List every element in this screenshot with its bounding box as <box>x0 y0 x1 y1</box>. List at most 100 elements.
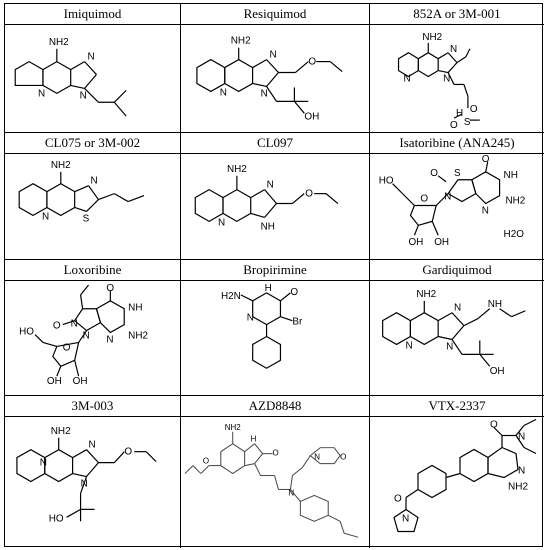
n-label: N <box>81 478 88 489</box>
compound-name: VTX-2337 <box>370 396 544 417</box>
isatoribine-structure: O S O NH NH2 N N HO OH OH O H2O <box>379 154 526 248</box>
o-label: O <box>203 457 209 466</box>
oh-label: OH <box>47 376 62 387</box>
amine-label: H2N <box>221 291 241 302</box>
o-label: O <box>394 494 402 505</box>
cl075-structure: NH2 N S N <box>18 160 145 224</box>
nh-label: H <box>251 435 257 444</box>
compound-name: CL097 <box>181 133 369 154</box>
n-label: N <box>89 440 96 451</box>
azd8848-structure: NH2 H O N O N O <box>184 423 359 538</box>
o-label: O <box>124 447 132 458</box>
o-label: O <box>430 168 438 179</box>
s-label: S <box>464 117 471 128</box>
n-label: N <box>267 180 274 191</box>
o-label: O <box>490 420 498 431</box>
compound-name: 852A or 3M-001 <box>370 4 544 25</box>
amine-label: NH2 <box>51 160 71 171</box>
compound-name: Bropirimine <box>181 260 369 281</box>
o-label: O <box>305 189 313 200</box>
o-label: O <box>63 342 71 353</box>
oh-label: OH <box>73 376 88 387</box>
n-label: N <box>482 205 489 216</box>
water-label: H2O <box>504 229 525 240</box>
n-label: N <box>83 330 90 341</box>
n-label: N <box>247 313 254 324</box>
o-label: O <box>106 283 114 294</box>
n-label: N <box>71 319 78 330</box>
nh-label: NH <box>504 170 518 181</box>
vtx-2337-structure: O N NH2 N O N <box>393 418 537 533</box>
cell-azd8848: AZD8848 NH2 H O N <box>181 396 370 548</box>
cell-resiquimod: Resiquimod NH2 N N N O OH <box>181 4 370 133</box>
amine-label: NH2 <box>231 36 251 47</box>
amine-label: NH2 <box>51 426 71 437</box>
amine-label: NH2 <box>506 196 526 207</box>
ho-label: HO <box>379 176 394 187</box>
cell-loxoribine: Loxoribine O O NH NH2 N N N HO OH OH <box>5 260 181 396</box>
compound-name: Isatoribine (ANA245) <box>370 133 544 154</box>
compound-name: Loxoribine <box>5 260 180 281</box>
n-label: N <box>518 466 525 477</box>
o-label: O <box>420 194 428 205</box>
amine-label: NH2 <box>508 482 528 493</box>
cell-cl075: CL075 or 3M-002 NH2 N S N <box>5 133 181 260</box>
cell-vtx-2337: VTX-2337 O N NH2 N O N <box>370 396 544 548</box>
n-label: N <box>42 211 49 222</box>
compound-table: Imiquimod NH2 N N N Resiquimod <box>4 3 544 548</box>
nh-label: NH <box>488 299 502 310</box>
n-label: N <box>40 458 47 469</box>
cell-852a: 852A or 3M-001 NH2 N N N H S O O <box>370 4 544 133</box>
compound-name: 3M-003 <box>5 396 180 417</box>
oh-label: OH <box>490 366 505 377</box>
cl097-structure: NH2 N NH N O <box>194 164 339 232</box>
n-label: N <box>444 192 451 203</box>
compound-name: Resiquimod <box>181 4 369 25</box>
n-label: N <box>220 87 227 98</box>
o-label: O <box>273 449 279 458</box>
cell-3m-003: 3M-003 NH2 N N N O HO <box>5 396 181 548</box>
n-label: N <box>314 453 320 462</box>
compound-name: AZD8848 <box>181 396 369 417</box>
3m-003-structure: NH2 N N N O HO <box>16 426 157 524</box>
imiquimod-structure: NH2 N N N <box>14 37 127 117</box>
s-label: S <box>454 168 461 179</box>
n-label: N <box>106 334 113 345</box>
nh-label: H <box>456 108 463 119</box>
n-label: N <box>518 432 525 443</box>
n-label: N <box>450 44 457 55</box>
852a-structure: NH2 N N N H S O O <box>397 32 480 131</box>
gardiquimod-structure: NH2 N N N NH OH <box>382 289 526 377</box>
n-label: N <box>404 73 411 84</box>
cell-bropirimine: Bropirimine H2N H O Br N <box>181 260 370 396</box>
n-label: N <box>218 217 225 228</box>
o-label: O <box>340 453 346 462</box>
cell-imiquimod: Imiquimod NH2 N N N <box>5 4 181 133</box>
amine-label: NH2 <box>49 37 69 48</box>
o-label: O <box>308 57 316 68</box>
ho-label: HO <box>19 327 34 338</box>
resiquimod-structure: NH2 N N N O OH <box>196 36 343 122</box>
n-label: N <box>454 303 461 314</box>
o-label: O <box>482 154 490 165</box>
s-label: S <box>83 213 90 224</box>
n-label: N <box>261 88 268 99</box>
loxoribine-structure: O O NH NH2 N N N HO OH OH O <box>19 283 148 387</box>
n-label: N <box>38 88 45 99</box>
n-label: N <box>443 73 450 84</box>
n-label: N <box>91 176 98 187</box>
n-label: N <box>446 341 453 352</box>
cell-isatoribine: Isatoribine (ANA245) O S O NH NH2 N N HO… <box>370 133 544 260</box>
amine-label: NH2 <box>416 289 436 300</box>
amine-label: NH2 <box>422 32 442 43</box>
compound-name: CL075 or 3M-002 <box>5 133 180 154</box>
oh-label: OH <box>304 111 319 122</box>
ho-label: HO <box>49 513 64 524</box>
o-label: O <box>470 104 478 115</box>
n-label: N <box>80 90 87 101</box>
n-label: N <box>288 488 294 497</box>
amine-label: NH2 <box>227 164 247 175</box>
oh-label: OH <box>434 237 449 248</box>
n-label: N <box>405 340 412 351</box>
nh-label: H <box>265 283 272 294</box>
